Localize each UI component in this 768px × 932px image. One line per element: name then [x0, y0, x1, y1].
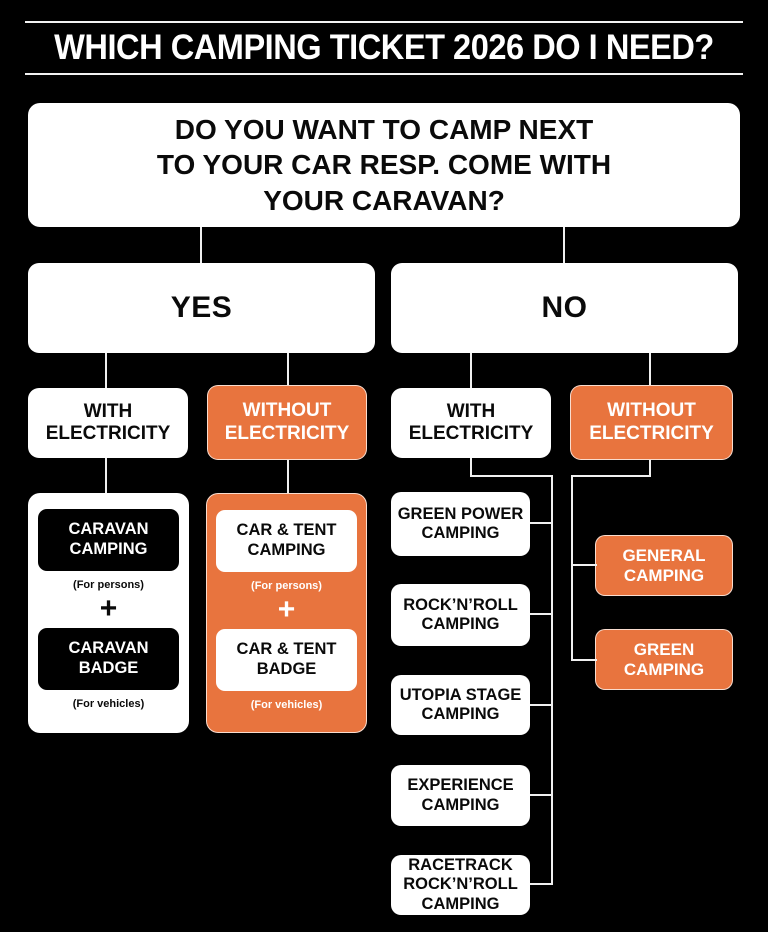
connector-line	[571, 659, 597, 661]
header-rule-bottom	[25, 73, 743, 75]
car-tent-badge-ticket: CAR & TENT BADGE	[216, 629, 357, 691]
connector-line	[530, 883, 553, 885]
connector-line	[287, 353, 289, 385]
for-persons-note: (For persons)	[73, 579, 144, 591]
connector-line	[530, 794, 553, 796]
connector-line	[563, 227, 565, 263]
plus-sign: +	[99, 592, 118, 625]
yes-with-electricity-box: WITH ELECTRICITY	[28, 388, 188, 458]
connector-line	[470, 475, 553, 477]
option-rocknroll-camping: ROCK’N’ROLL CAMPING	[391, 584, 530, 646]
for-persons-note: (For persons)	[251, 580, 322, 592]
connector-line	[649, 353, 651, 385]
car-tent-camping-ticket: CAR & TENT CAMPING	[216, 510, 357, 572]
for-vehicles-note: (For vehicles)	[250, 699, 323, 711]
connector-line	[530, 704, 553, 706]
car-tent-bundle-card: CAR & TENT CAMPING (For persons) + CAR &…	[206, 493, 367, 733]
option-general-camping: GENERAL CAMPING	[595, 535, 733, 596]
connector-line	[470, 353, 472, 388]
caravan-camping-ticket: CARAVAN CAMPING	[38, 509, 179, 571]
no-with-electricity-box: WITH ELECTRICITY	[391, 388, 551, 458]
connector-line	[470, 458, 472, 477]
option-green-power-camping: GREEN POWER CAMPING	[391, 492, 530, 556]
question-line-3: YOUR CARAVAN?	[263, 184, 505, 216]
connector-line	[571, 475, 651, 477]
no-without-electricity-box: WITHOUT ELECTRICITY	[570, 385, 733, 460]
yes-box: YES	[28, 263, 375, 353]
for-vehicles-note: (For vehicles)	[72, 698, 145, 710]
connector-line	[105, 353, 107, 388]
caravan-bundle-card: CARAVAN CAMPING (For persons) + CARAVAN …	[28, 493, 189, 733]
page-title: WHICH CAMPING TICKET 2026 DO I NEED?	[54, 28, 714, 67]
option-experience-camping: EXPERIENCE CAMPING	[391, 765, 530, 826]
connector-line	[530, 522, 553, 524]
question-box: DO YOU WANT TO CAMP NEXT TO YOUR CAR RES…	[28, 103, 740, 227]
caravan-badge-ticket: CARAVAN BADGE	[38, 628, 179, 690]
option-racetrack-rocknroll-camping: RACETRACK ROCK’N’ROLL CAMPING	[391, 855, 530, 915]
no-box: NO	[391, 263, 738, 353]
option-utopia-stage-camping: UTOPIA STAGE CAMPING	[391, 675, 530, 735]
header-rule-top	[25, 21, 743, 23]
connector-trunk	[571, 475, 573, 661]
connector-line	[649, 460, 651, 477]
connector-line	[571, 564, 597, 566]
connector-line	[200, 227, 202, 263]
yes-without-electricity-box: WITHOUT ELECTRICITY	[207, 385, 367, 460]
plus-sign: +	[277, 593, 296, 626]
connector-line	[287, 460, 289, 493]
question-line-1: DO YOU WANT TO CAMP NEXT	[174, 114, 594, 146]
option-green-camping: GREEN CAMPING	[595, 629, 733, 690]
connector-line	[530, 613, 553, 615]
question-line-2: TO YOUR CAR RESP. COME WITH	[156, 149, 612, 181]
connector-trunk	[551, 475, 553, 885]
connector-line	[105, 458, 107, 493]
